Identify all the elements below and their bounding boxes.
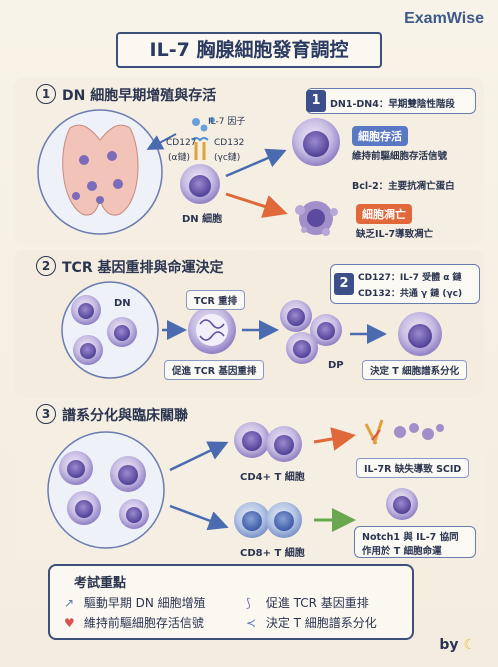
key-point-2-text: 維持前驅細胞存活信號 (83, 616, 204, 630)
notch-line1: Notch1 與 IL-7 協同 (362, 532, 459, 543)
heart-icon: ♥ (64, 616, 75, 630)
apoptosis-text: 缺乏IL-7導致凋亡 (356, 229, 434, 240)
branch-icon: ≺ (246, 616, 257, 630)
survival-arrow (225, 148, 287, 178)
receptor-info-line2: CD132：共通 γ 鏈 (γc) (358, 289, 463, 299)
bcl2-text: Bcl-2：主要抗凋亡蛋白 (352, 181, 455, 192)
scid-arrow (313, 427, 356, 451)
dn-cell-label: DN 細胞 (182, 214, 223, 225)
banana-icon: ☾ (463, 637, 476, 653)
notch-line2: 作用於 T 細胞命運 (362, 546, 442, 557)
dn-stage-box (306, 88, 476, 114)
brand-logo: ExamWise (404, 10, 484, 27)
cd132-sub-label: (γc鏈) (214, 153, 241, 163)
cd132-label: CD132 (214, 138, 245, 148)
dp-cells (280, 300, 342, 364)
key-point-3: ⟆ 促進 TCR 基因重排 (246, 594, 369, 611)
byline-text: by (439, 637, 459, 653)
section-2-number: 2 (36, 256, 56, 276)
cd4-cells (234, 422, 302, 462)
key-point-1: ↗ 驅動早期 DN 細胞增殖 (64, 594, 206, 611)
thymus-illustration (37, 109, 163, 235)
defective-receptor-icon (364, 419, 444, 445)
cd127-label: CD127 (166, 138, 197, 148)
cd8-cells (234, 502, 302, 538)
il7-label: IL-7 因子 (208, 117, 246, 127)
apoptosis-tag: 細胞凋亡 (356, 204, 412, 224)
receptor-info-number: 2 (334, 273, 354, 295)
lineage-cell (398, 312, 442, 356)
apoptotic-cell (295, 201, 338, 236)
key-points-title: 考試重點 (74, 576, 127, 591)
cd4-label: CD4+ T 細胞 (240, 472, 305, 483)
key-point-1-text: 驅動早期 DN 細胞增殖 (83, 596, 206, 610)
receptor-info-line1: CD127：IL-7 受體 α 鏈 (358, 273, 462, 283)
dn-stage-number: 1 (306, 90, 326, 112)
promote-tcr-pill: 促進 TCR 基因重排 (164, 360, 265, 380)
section-3-title: 譜系分化與臨床關聯 (62, 408, 188, 424)
key-point-4: ≺ 決定 T 細胞譜系分化 (246, 614, 377, 631)
dn-cell (180, 164, 220, 204)
cd8-label: CD8+ T 細胞 (240, 548, 305, 559)
notch-cell (386, 488, 418, 520)
to-cd8-arrow (169, 504, 229, 531)
scid-pill: IL-7R 缺失導致 SCID (356, 458, 470, 478)
page-title: IL-7 胸腺細胞發育調控 (116, 32, 382, 68)
to-cd4-arrow (169, 441, 229, 472)
dna-icon: ⟆ (246, 596, 251, 610)
key-point-2: ♥ 維持前驅細胞存活信號 (64, 614, 204, 631)
il7-molecules (146, 117, 215, 160)
receptor-info-box (330, 264, 480, 304)
section-3-number: 3 (36, 404, 56, 424)
lineage-decision-pill: 決定 T 細胞譜系分化 (362, 360, 468, 380)
apoptosis-arrow (225, 192, 288, 218)
byline: by ☾ (439, 637, 476, 653)
section-1-title: DN 細胞早期增殖與存活 (62, 88, 217, 104)
cd127-sub-label: (α鏈) (168, 153, 190, 163)
section-2-title: TCR 基因重排與命運決定 (62, 260, 224, 276)
survival-text: 維持前驅細胞存活信號 (352, 151, 448, 162)
tcr-rearrangement-pill: TCR 重排 (186, 290, 246, 310)
notch-box (354, 526, 476, 558)
survival-tag: 細胞存活 (352, 126, 408, 146)
section-1-number: 1 (36, 84, 56, 104)
surviving-cell (292, 118, 340, 166)
key-point-3-text: 促進 TCR 基因重排 (265, 596, 369, 610)
exam-key-points: 考試重點 ↗ 驅動早期 DN 細胞增殖 ♥ 維持前驅細胞存活信號 ⟆ 促進 TC… (48, 564, 414, 640)
dn-label: DN (114, 298, 131, 309)
dp-label: DP (328, 360, 344, 371)
key-point-4-text: 決定 T 細胞譜系分化 (265, 616, 377, 630)
dn-stage-text: DN1-DN4：早期雙陰性階段 (330, 99, 455, 110)
tcr-rearrangement-cell (188, 306, 236, 354)
dn-cluster (61, 281, 159, 379)
arrow-icon: ↗ (64, 596, 75, 610)
progenitor-cluster (47, 431, 165, 549)
